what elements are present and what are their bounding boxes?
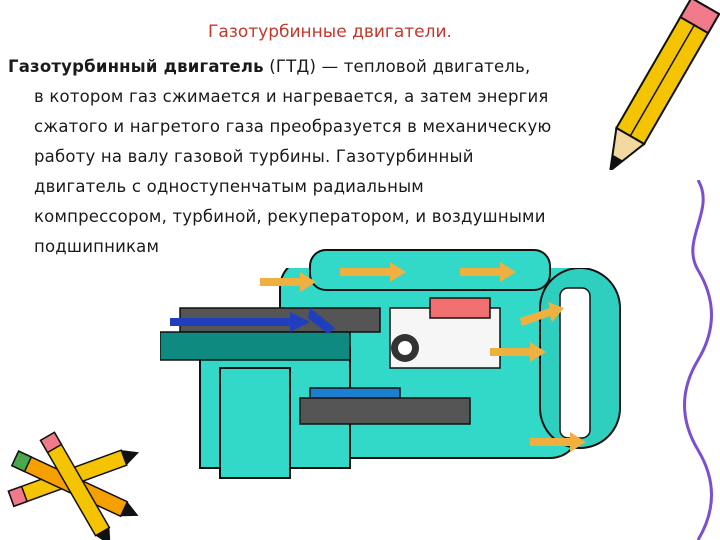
- paragraph-line-6: компрессором, турбиной, рекуператором, и…: [34, 207, 546, 226]
- paragraph-line-1: (ГТД) — тепловой двигатель,: [263, 57, 531, 76]
- paragraph-line-7: подшипниками.: [34, 237, 176, 256]
- paragraph-line-2: в котором газ сжимается и нагревается, а…: [34, 87, 549, 106]
- slide-title: Газотурбинные двигатели.: [208, 22, 452, 42]
- pencil-icon: [608, 0, 720, 170]
- paragraph-line-3: сжатого и нагретого газа преобразуется в…: [34, 117, 552, 136]
- squiggle-line-icon: [683, 180, 713, 540]
- paragraph-line-5: двигатель с одноступенчатым радиальным: [34, 177, 424, 196]
- engine-illustration: [160, 238, 630, 479]
- pencils-bundle-icon: [7, 431, 139, 540]
- defined-term: Газотурбинный двигатель: [8, 57, 264, 76]
- paragraph-line-4: работу на валу газовой турбины. Газотурб…: [34, 147, 474, 166]
- definition-paragraph: Газотурбинный двигатель (ГТД) — тепловой…: [8, 52, 698, 262]
